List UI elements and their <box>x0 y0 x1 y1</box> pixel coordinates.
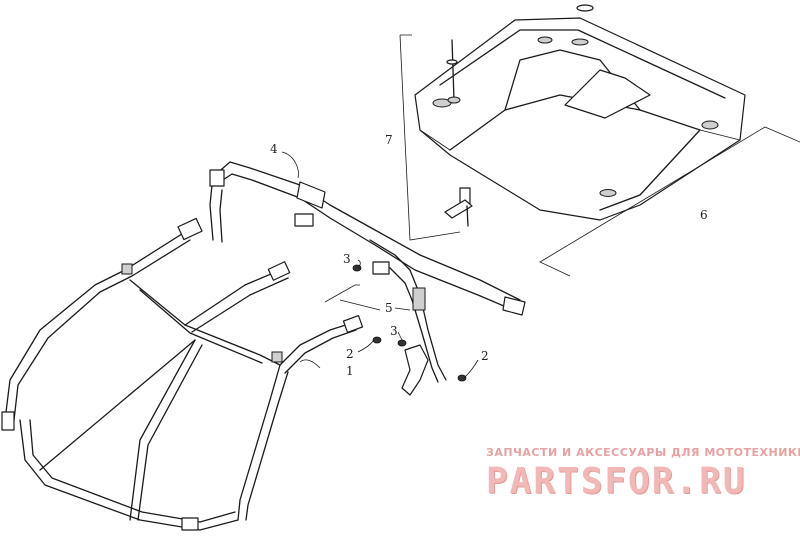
callout-2-left: 2 <box>346 347 354 361</box>
callouts: 4 7 6 3 5 3 2 2 1 <box>270 133 708 378</box>
callout-6: 6 <box>700 208 708 222</box>
callout-3-upper: 3 <box>343 252 351 266</box>
roof-clamp <box>444 187 473 227</box>
callout-5: 5 <box>385 301 393 315</box>
callout-4: 4 <box>270 142 278 156</box>
leader-lines <box>281 151 479 379</box>
front-cage <box>1 217 364 531</box>
callout-7: 7 <box>385 133 393 147</box>
watermark: ЗАПЧАСТИ И АКСЕССУАРЫ ДЛЯ МОТОТЕХНИКИ PA… <box>486 446 800 502</box>
watermark-tagline: ЗАПЧАСТИ И АКСЕССУАРЫ ДЛЯ МОТОТЕХНИКИ <box>486 446 800 459</box>
callout-1: 1 <box>346 364 354 378</box>
callout-2-right: 2 <box>481 349 489 363</box>
watermark-brand: PARTSFOR.RU <box>486 461 747 502</box>
bracket-7 <box>399 34 461 241</box>
hardware <box>324 264 467 396</box>
bracket-6 <box>539 126 800 277</box>
rear-roll-bar <box>209 161 526 383</box>
roof-panel <box>414 4 746 221</box>
bolt-top <box>446 39 461 104</box>
callout-3-lower: 3 <box>390 324 398 338</box>
